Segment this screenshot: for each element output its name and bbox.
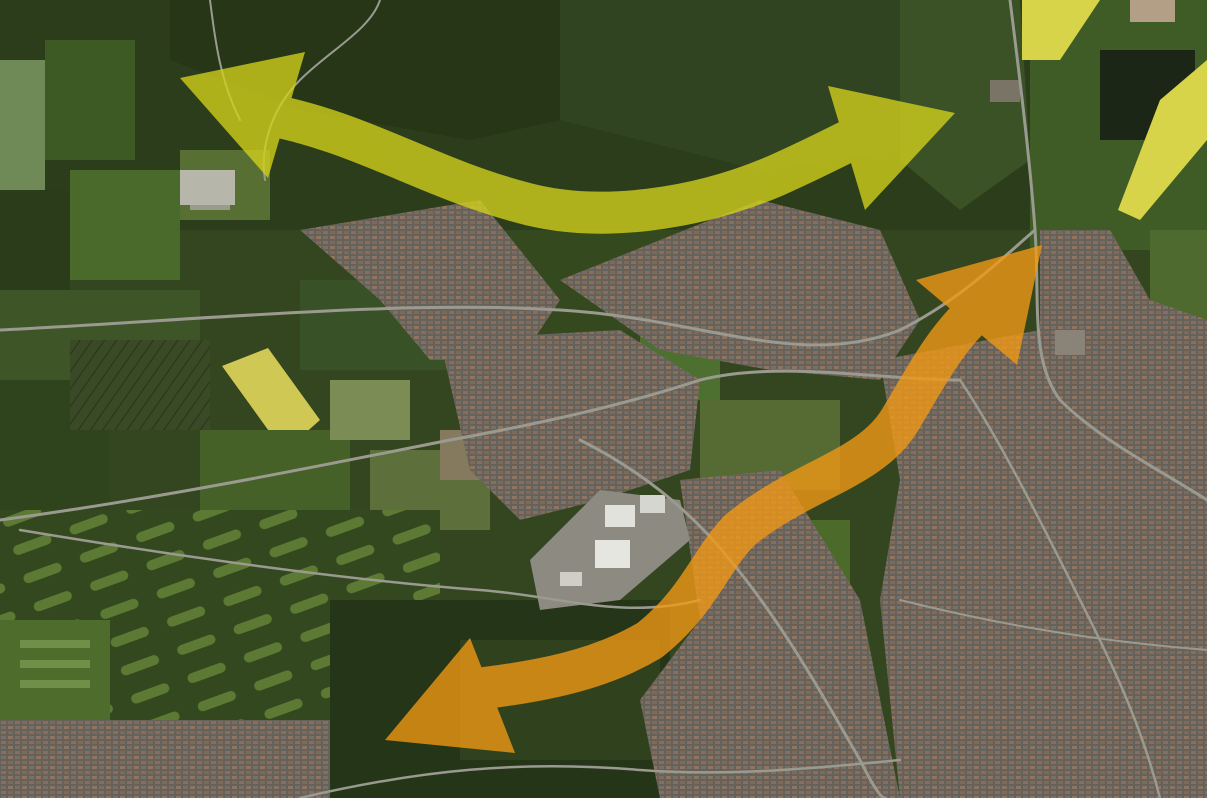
corridor-arrow-south-head-southwest (385, 638, 515, 753)
corridor-arrow-south-shaft (465, 283, 1003, 711)
corridor-arrow-north-head-west (180, 52, 305, 178)
corridor-arrow-south-head-northeast (916, 245, 1042, 365)
corridor-arrow-north-head-east (828, 86, 955, 210)
industrial-estate (530, 490, 690, 610)
corridor-arrow-south (385, 245, 1042, 753)
corridor-arrow-north-shaft (251, 91, 890, 234)
corridor-arrow-north (180, 52, 955, 234)
